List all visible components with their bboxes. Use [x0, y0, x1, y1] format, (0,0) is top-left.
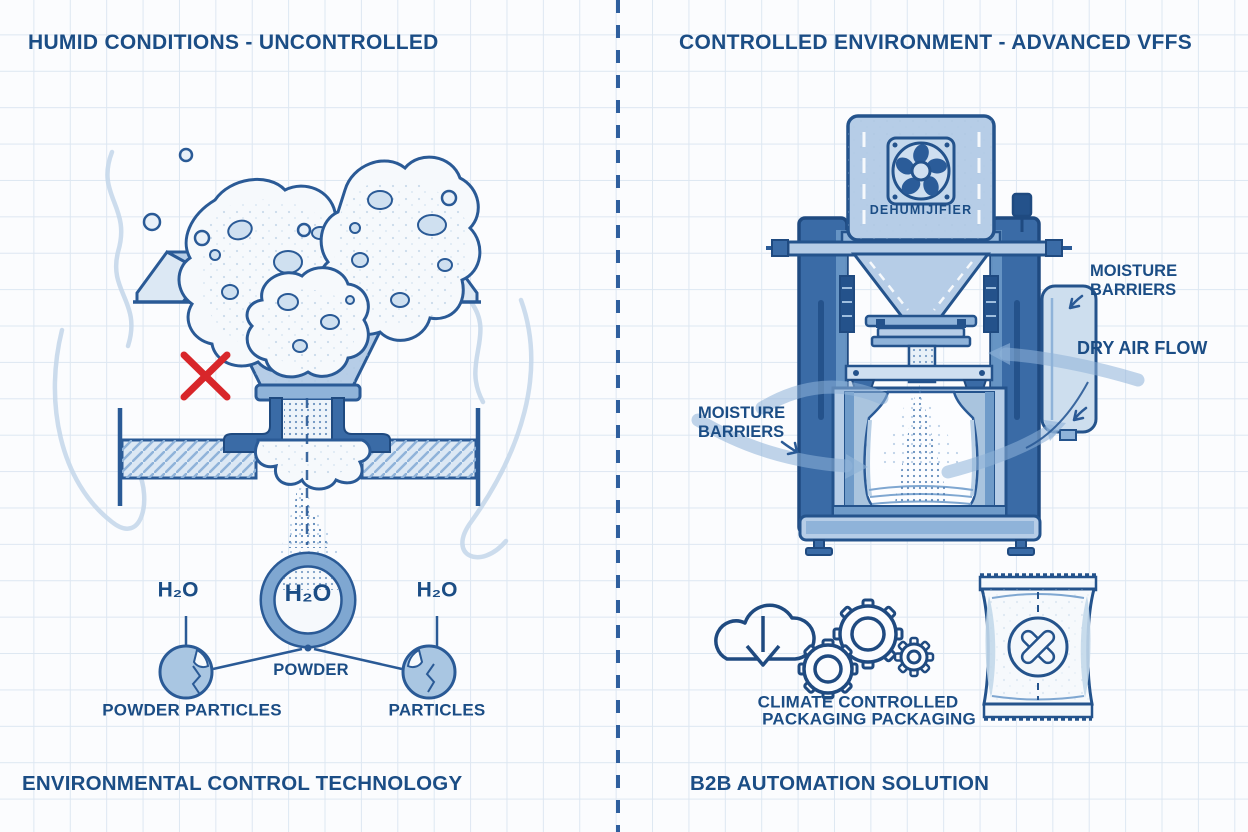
machine-hopper-icon	[850, 252, 991, 384]
gear-medium-icon	[797, 638, 859, 700]
crossed-utensils-logo-icon	[1007, 616, 1069, 678]
climate-controlled-label-line1: CLIMATE CONTROLLED	[757, 692, 959, 712]
h2o-label-center: H₂O	[284, 579, 332, 607]
humid-scene	[52, 147, 534, 700]
powder-label: POWDER	[273, 660, 349, 679]
h2o-label-left: H₂O	[157, 578, 199, 602]
moisture-barriers-label-right: MOISTURE BARRIERS	[1090, 262, 1178, 299]
dehumidifier-unit-icon	[840, 114, 1002, 244]
climate-controlled-label-line2: PACKAGING PACKAGING	[762, 709, 976, 729]
powder-clump-in-funnel-icon	[245, 266, 370, 379]
bagging-chamber	[831, 380, 1008, 520]
dry-air-flow-label: DRY AIR FLOW	[1077, 338, 1208, 358]
moisture-barriers-label-left: MOISTURE BARRIERS	[698, 404, 786, 441]
vffs-machine	[691, 114, 1145, 721]
sensor-antenna-icon	[1011, 192, 1033, 232]
h2o-molecule-icon	[158, 551, 457, 700]
right-panel-footer: B2B AUTOMATION SOLUTION	[690, 772, 990, 795]
left-panel-title: HUMID CONDITIONS - UNCONTROLLED	[28, 31, 439, 54]
rejection-x-icon	[180, 351, 231, 401]
powder-particle-left-icon	[158, 644, 214, 700]
automation-gears-icon	[797, 598, 935, 700]
sealed-pouch-icon	[978, 573, 1098, 721]
fan-icon	[886, 136, 956, 206]
particles-label: PARTICLES	[388, 700, 486, 720]
machine-foot-right	[1007, 539, 1035, 556]
powder-particles-label: POWDER PARTICLES	[102, 700, 282, 720]
clogged-powder-bulge-icon	[253, 398, 372, 560]
cloud-download-icon	[714, 603, 816, 667]
gear-small-icon	[893, 636, 935, 678]
dry-air-flow-arrows-icon	[691, 294, 1145, 479]
machine-foot-left	[805, 539, 833, 556]
powder-particle-right-icon	[401, 644, 457, 700]
machine-base	[798, 505, 1042, 556]
right-panel-title: CONTROLLED ENVIRONMENT - ADVANCED VFFS	[679, 31, 1193, 54]
dehumidifier-label: DEHUMIJIFIER	[869, 203, 973, 218]
h2o-label-right: H₂O	[416, 578, 458, 602]
left-panel-footer: ENVIRONMENTAL CONTROL TECHNOLOGY	[22, 772, 463, 795]
moisture-droplets-icon	[142, 147, 458, 247]
